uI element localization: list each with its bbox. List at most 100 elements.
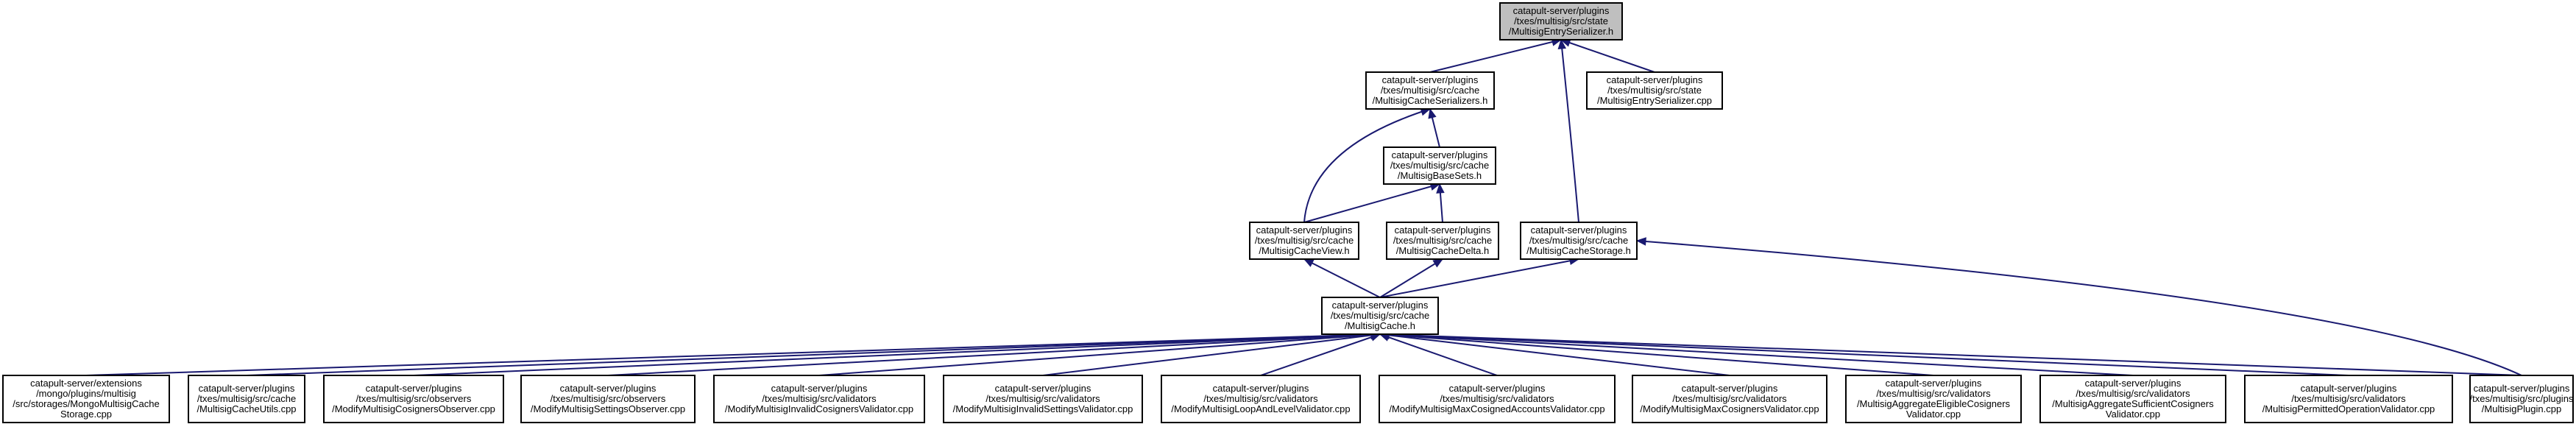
node-label-line: /txes/multisig/src/plugins: [2470, 393, 2574, 404]
node-label-line: Validator.cpp: [2106, 409, 2160, 420]
node-box: [1586, 71, 1723, 110]
edge-line: [1303, 258, 1381, 298]
edge-cachedelta-to-basesets: [1436, 183, 1445, 223]
graph-node-root: catapult-server/plugins/txes/multisig/sr…: [1499, 2, 1623, 40]
node-label-line: catapult-server/plugins: [995, 383, 1091, 394]
node-label-line: /ModifyMultisigMaxCosignersValidator.cpp: [1640, 403, 1819, 414]
node-box: [1383, 146, 1496, 185]
edge-cache-to-cachestorage: [1379, 256, 1580, 298]
node-label-line: /txes/multisig/src/validators: [1876, 388, 1991, 399]
node-label-line: /txes/multisig/src/state: [1607, 85, 1702, 96]
graph-node-maxcosigners[interactable]: catapult-server/plugins/txes/multisig/sr…: [1632, 375, 1827, 423]
graph-node-eligible[interactable]: catapult-server/plugins/txes/multisig/sr…: [1845, 375, 2022, 423]
graph-node-cachedelta[interactable]: catapult-server/plugins/txes/multisig/sr…: [1386, 222, 1499, 260]
node-label-line: catapult-server/extensions: [30, 378, 142, 389]
node-label-line: catapult-server/plugins: [366, 383, 462, 394]
edge-line: [1379, 258, 1579, 298]
graph-node-mongo[interactable]: catapult-server/extensions/mongo/plugins…: [2, 375, 170, 423]
node-box: [1379, 375, 1616, 423]
node-label-line: /src/storages/MongoMultisigCache: [13, 398, 159, 409]
node-label-line: catapult-server/plugins: [2301, 383, 2397, 394]
graph-node-sufficient[interactable]: catapult-server/plugins/txes/multisig/sr…: [2039, 375, 2226, 423]
node-label-line: catapult-server/plugins: [199, 383, 295, 394]
node-label-line: catapult-server/plugins: [1607, 74, 1703, 85]
node-label-line: /ModifyMultisigInvalidCosignersValidator…: [725, 403, 913, 414]
node-label-line: catapult-server/plugins: [1332, 300, 1429, 311]
node-label-line: /MultisigCacheStorage.h: [1526, 245, 1631, 256]
node-box: [1386, 222, 1499, 260]
node-label-line: Storage.cpp: [60, 409, 112, 420]
node-label-line: /ModifyMultisigCosignersObserver.cpp: [332, 403, 495, 414]
node-box: [188, 375, 305, 423]
node-label-line: /MultisigCacheView.h: [1259, 245, 1349, 256]
node-label-line: /txes/multisig/src/validators: [986, 393, 1100, 404]
node-box: [2039, 375, 2226, 423]
edge-cacheutils-to-cache: [246, 330, 1381, 376]
node-label-line: /MultisigCacheSerializers.h: [1373, 95, 1488, 106]
graph-node-permitted[interactable]: catapult-server/plugins/txes/multisig/sr…: [2244, 375, 2453, 423]
node-box: [2, 375, 170, 423]
node-label-line: catapult-server/plugins: [1682, 383, 1778, 394]
graph-node-plugin[interactable]: catapult-server/plugins/txes/multisig/sr…: [2469, 375, 2574, 423]
node-label-line: /txes/multisig/src/validators: [1672, 393, 1787, 404]
node-box: [1365, 71, 1495, 110]
graph-node-maxcosigned[interactable]: catapult-server/plugins/txes/multisig/sr…: [1379, 375, 1616, 423]
node-label-line: /txes/multisig/src/cache: [1255, 235, 1354, 246]
edge-line: [1379, 258, 1443, 298]
node-label-line: catapult-server/plugins: [1256, 225, 1353, 236]
edge-line: [1303, 183, 1440, 223]
graph-node-loopandlevel[interactable]: catapult-server/plugins/txes/multisig/sr…: [1161, 375, 1361, 423]
node-box: [1249, 222, 1359, 260]
node-label-line: /txes/multisig/src/cache: [1529, 235, 1628, 246]
node-label-line: /txes/multisig/src/validators: [1203, 393, 1318, 404]
graph-node-invalidsettings[interactable]: catapult-server/plugins/txes/multisig/sr…: [943, 375, 1143, 423]
node-box: [713, 375, 925, 423]
graph-node-cosignersobserver[interactable]: catapult-server/plugins/txes/multisig/sr…: [323, 375, 504, 423]
edges-layer: [85, 38, 2522, 376]
node-label-line: catapult-server/plugins: [1392, 149, 1488, 160]
node-label-line: catapult-server/plugins: [2474, 383, 2570, 394]
edge-line: [607, 333, 1381, 376]
graph-node-settingsobserver[interactable]: catapult-server/plugins/txes/multisig/sr…: [520, 375, 696, 423]
node-label-line: /txes/multisig/src/observers: [356, 393, 472, 404]
node-label-line: catapult-server/plugins: [771, 383, 868, 394]
node-label-line: /MultisigAggregateSufficientCosigners: [2052, 398, 2214, 409]
node-label-line: /MultisigCache.h: [1345, 320, 1415, 331]
node-label-line: /txes/multisig/src/cache: [1331, 310, 1429, 321]
edge-line: [1560, 39, 1655, 73]
node-label-line: /txes/multisig/src/state: [1514, 15, 1608, 26]
node-label-line: catapult-server/plugins: [560, 383, 657, 394]
arrowhead: [1436, 183, 1445, 194]
arrowhead: [1635, 237, 1646, 246]
node-label-line: /ModifyMultisigLoopAndLevelValidator.cpp: [1171, 403, 1350, 414]
node-box: [1520, 222, 1638, 260]
arrowhead: [1303, 258, 1314, 267]
graph-node-cache[interactable]: catapult-server/plugins/txes/multisig/sr…: [1321, 297, 1439, 335]
node-box: [1632, 375, 1827, 423]
graph-node-invalidcosigners[interactable]: catapult-server/plugins/txes/multisig/sr…: [713, 375, 925, 423]
node-box: [943, 375, 1143, 423]
edge-serializers-to-root: [1429, 38, 1563, 73]
edge-cachestorage-to-root: [1557, 38, 1579, 223]
graph-node-serializers[interactable]: catapult-server/plugins/txes/multisig/sr…: [1365, 71, 1495, 110]
node-box: [1161, 375, 1361, 423]
graph-node-basesets[interactable]: catapult-server/plugins/txes/multisig/sr…: [1383, 146, 1496, 185]
graph-node-cachestorage[interactable]: catapult-server/plugins/txes/multisig/sr…: [1520, 222, 1638, 260]
edge-plugin-to-cache: [1379, 330, 2522, 376]
node-label-line: /txes/multisig/src/validators: [2076, 388, 2190, 399]
edge-line: [1042, 333, 1381, 376]
node-label-line: catapult-server/plugins: [1886, 378, 1982, 389]
edge-entryserializer-cpp-to-root: [1560, 38, 1655, 73]
edge-line: [1379, 333, 2134, 376]
graph-node-cacheutils[interactable]: catapult-server/plugins/txes/multisig/sr…: [188, 375, 305, 423]
node-label-line: /txes/multisig/src/cache: [197, 393, 296, 404]
node-box: [2469, 375, 2574, 423]
graph-node-cacheview[interactable]: catapult-server/plugins/txes/multisig/sr…: [1249, 222, 1359, 260]
node-label-line: /MultisigAggregateEligibleCosigners: [1857, 398, 2011, 409]
node-label-line: catapult-server/plugins: [1395, 225, 1491, 236]
edge-cosignersobserver-to-cache: [413, 330, 1381, 376]
graph-node-entryserializer-cpp[interactable]: catapult-server/plugins/txes/multisig/sr…: [1586, 71, 1723, 110]
node-label-line: catapult-server/plugins: [1213, 383, 1309, 394]
